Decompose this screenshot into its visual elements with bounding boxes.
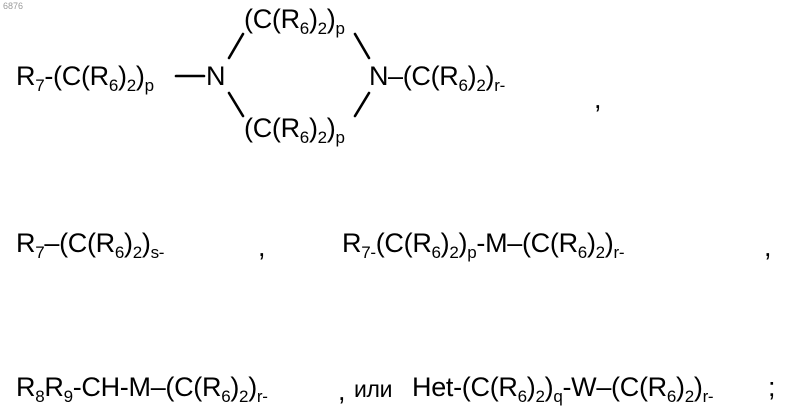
formula-het: Het-(C(R6)2)q-W–(C(R6)2)r- [412,372,713,402]
comma-3: , [764,232,772,262]
ring-bottom-group: (C(R6)2)p [244,113,345,143]
bond-bottom-left [229,93,243,116]
connector-ili: или [354,374,392,404]
comma-4: , [338,376,346,406]
bond-bottom-right [355,93,369,116]
ring-n-right: N [369,61,388,91]
comma-2: , [258,232,266,262]
ring-n-left: N [206,61,225,91]
bond-top-left [229,34,243,58]
comma-1: , [594,84,602,114]
bond-top-right [355,34,369,58]
formula-r7-s: R7–(C(R6)2)s- [16,228,164,258]
formula-r8r9: R8R9-CH-M–(C(R6)2)r- [16,372,268,402]
formula-r7-m: R7-(C(R6)2)p-M–(C(R6)2)r- [342,228,624,258]
ring-top-group: (C(R6)2)p [244,4,345,34]
semicolon: ; [768,372,776,402]
ring-right-chain: –(C(R6)2)r- [388,61,505,91]
ring-left-chain: R7-(C(R6)2)p [16,61,154,91]
